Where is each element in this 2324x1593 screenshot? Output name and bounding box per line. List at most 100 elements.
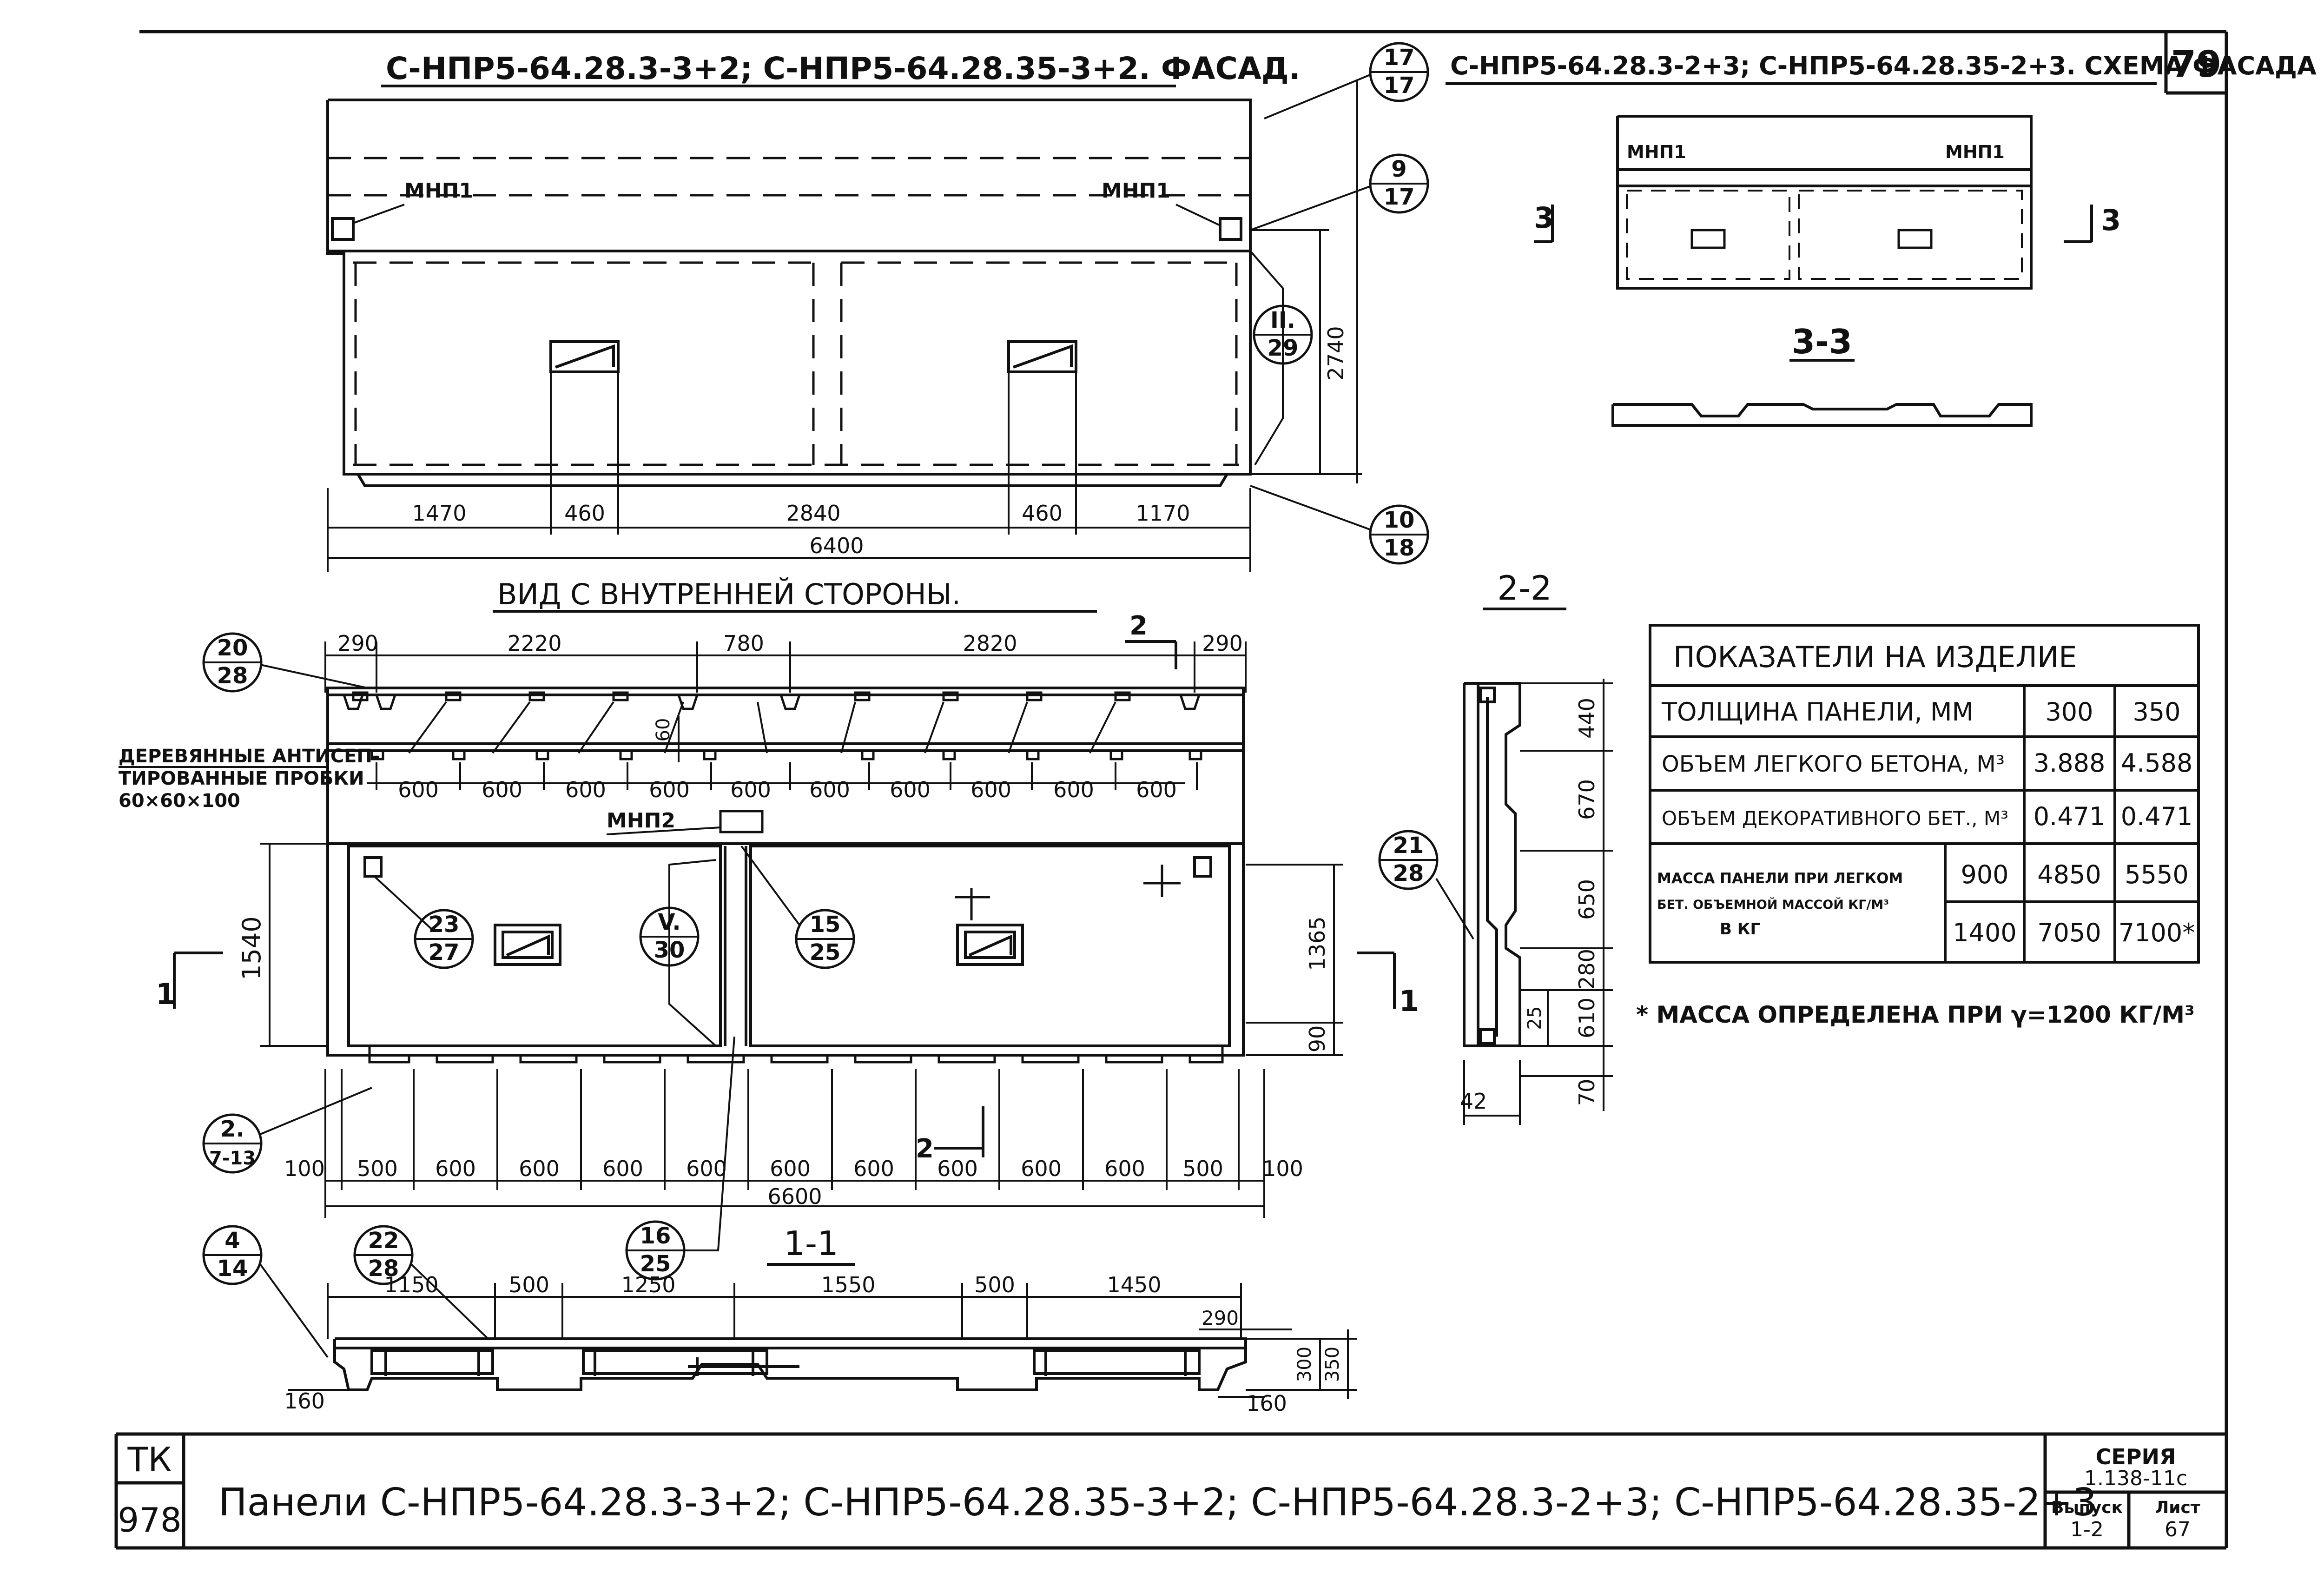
inner-spacing-1: 600	[398, 777, 439, 802]
inner-bottom-dim-12: 500	[1182, 1156, 1223, 1181]
svg-text:2.: 2.	[220, 1116, 244, 1142]
inner-mark-right: 1	[1399, 984, 1419, 1018]
inner-total: 6600	[767, 1184, 822, 1209]
section11-dim-350: 350	[1322, 1347, 1343, 1382]
section22-dim-3: 650	[1574, 879, 1599, 920]
section-1-1: 1-1 1150 500 1250 1550 500 1450 290	[202, 1036, 1357, 1416]
svg-text:27: 27	[429, 939, 460, 965]
section22-dim-1: 440	[1574, 698, 1599, 739]
svg-text:18: 18	[1384, 535, 1415, 561]
tk-code-top: ТК	[127, 1440, 172, 1479]
facade-dim-3: 2840	[786, 501, 840, 526]
main-title: Панели С-НПР5-64.28.3-3+2; С-НПР5-64.28.…	[218, 1481, 2097, 1525]
svg-text:17: 17	[1384, 73, 1415, 99]
inner-height-left: 1540	[237, 916, 266, 980]
plug-note-line-2: ТИРОВАННЫЕ ПРОБКИ	[119, 768, 364, 789]
table-row-3-b: 0.471	[2121, 802, 2193, 831]
table-title: ПОКАЗАТЕЛИ НА ИЗДЕЛИЕ	[1673, 640, 2077, 674]
facade-insert-right: МНП1	[1102, 179, 1170, 203]
page-number: 79	[2171, 44, 2222, 86]
inner-spacing-4: 600	[649, 777, 690, 802]
table-mass-label-1: МАССА ПАНЕЛИ ПРИ ЛЕГКОМ	[1657, 870, 1903, 887]
inner-top-dim-5: 290	[1202, 631, 1243, 656]
svg-text:20: 20	[217, 635, 248, 661]
inner-bottom-dim-11: 600	[1104, 1156, 1145, 1181]
inner-spacing-3: 600	[565, 777, 606, 802]
table-row-1-label: ТОЛЩИНА ПАНЕЛИ, ММ	[1661, 697, 1974, 727]
inner-bottom-dim-5: 600	[602, 1156, 643, 1181]
facade-callout-9-17: 9 17	[1250, 153, 1429, 231]
inner-top-dim-1: 290	[337, 631, 378, 656]
table-mass-2-a: 7050	[2037, 918, 2101, 947]
inner-bottom-dim-1: 100	[284, 1156, 325, 1181]
section11-dim-160-left: 160	[284, 1388, 325, 1414]
inner-mark-left: 1	[156, 977, 176, 1011]
issue-value: 1-2	[2070, 1518, 2104, 1541]
inner-title: ВИД С ВНУТРЕННЕЙ СТОРОНЫ.	[497, 577, 961, 611]
section11-dim-300: 300	[1294, 1347, 1315, 1382]
inner-bottom-dim-2: 500	[357, 1156, 398, 1181]
facade-dim-4: 460	[1022, 501, 1063, 526]
table-mass-1-a: 4850	[2037, 860, 2101, 889]
scheme-insert-right: МНП1	[1945, 142, 2005, 162]
inner-bottom-dim-6: 600	[686, 1156, 727, 1181]
facade-dim-1: 1470	[412, 501, 466, 526]
section22-dim-4: 280	[1574, 949, 1599, 990]
inner-callout-15-25: 15 25	[740, 845, 855, 969]
svg-text:V.: V.	[658, 909, 680, 935]
table-mass-2-b: 7100*	[2119, 918, 2195, 947]
section11-dim-4: 1550	[821, 1272, 875, 1297]
section11-callout-16-25: 16 25	[625, 1036, 735, 1281]
section11-dim-160-right: 160	[1246, 1391, 1287, 1416]
section22-callout-21-28: 21 28	[1378, 830, 1474, 940]
plug-note-line-1: ДЕРЕВЯННЫЕ АНТИСЕП-	[119, 746, 380, 767]
inner-top-dim-2: 2220	[507, 631, 561, 656]
inner-height-right: 1365	[1305, 916, 1330, 971]
tk-code-bottom: 978	[118, 1500, 181, 1540]
sheet-frame	[114, 30, 2228, 1550]
svg-text:17: 17	[1384, 184, 1415, 210]
inner-bottom-dim-7: 600	[770, 1156, 811, 1181]
svg-text:4: 4	[224, 1228, 240, 1254]
svg-text:25: 25	[640, 1251, 671, 1277]
svg-text:22: 22	[368, 1228, 399, 1254]
facade-callout-17-17: 17 17	[1264, 42, 1429, 119]
inner-callout-2-7-13: 2. 7-13	[202, 1087, 372, 1174]
svg-text:28: 28	[368, 1256, 399, 1282]
table-mass-1-b: 5550	[2125, 860, 2188, 889]
section11-dim-5: 500	[974, 1272, 1015, 1297]
properties-table: ПОКАЗАТЕЛИ НА ИЗДЕЛИЕ ТОЛЩИНА ПАНЕЛИ, ММ…	[1636, 624, 2200, 1028]
inner-dim-90: 90	[1305, 1025, 1330, 1053]
scheme-mark-right: 3	[2101, 203, 2121, 237]
insert-mnp2-label: МНП2	[607, 809, 675, 833]
facade-dim-5: 1170	[1136, 501, 1190, 526]
inner-top-dim-4: 2820	[963, 631, 1017, 656]
section22-dim-6: 70	[1574, 1079, 1599, 1106]
facade-height-dim: 2740	[1323, 326, 1348, 380]
inner-spacing-8: 600	[971, 777, 1011, 802]
section22-dim-5: 610	[1574, 998, 1599, 1038]
inner-top-dim-3: 780	[723, 631, 764, 656]
svg-text:15: 15	[810, 912, 841, 938]
section11-dim-6: 1450	[1107, 1272, 1161, 1297]
inner-spacing-9: 600	[1053, 777, 1094, 802]
inner-bottom-dim-8: 600	[853, 1156, 894, 1181]
facade-title: С-НПР5-64.28.3-3+2; С-НПР5-64.28.35-3+2.…	[386, 51, 1301, 86]
series-label: СЕРИЯ	[2096, 1444, 2176, 1469]
section33-title: 3-3	[1792, 322, 1852, 361]
svg-text:16: 16	[640, 1223, 671, 1249]
series-value: 1.138-11с	[2084, 1467, 2187, 1490]
table-mass-label-3: В КГ	[1720, 920, 1760, 939]
section11-dim-290: 290	[1202, 1307, 1239, 1329]
inner-spacing-6: 600	[809, 777, 850, 802]
svg-text:17: 17	[1384, 45, 1415, 71]
inner-spacing-2: 600	[482, 777, 522, 802]
inner-spacing-7: 600	[890, 777, 931, 802]
section-2-2: 2-2 440 670 650 280 610 70 2	[1378, 568, 1613, 1125]
section11-callout-4-14: 4 14	[202, 1225, 329, 1358]
plug-note-line-3: 60×60×100	[119, 790, 240, 812]
facade-dim-2: 460	[564, 501, 605, 526]
svg-text:28: 28	[1393, 860, 1424, 886]
section11-callout-22-28: 22 28	[353, 1225, 489, 1340]
